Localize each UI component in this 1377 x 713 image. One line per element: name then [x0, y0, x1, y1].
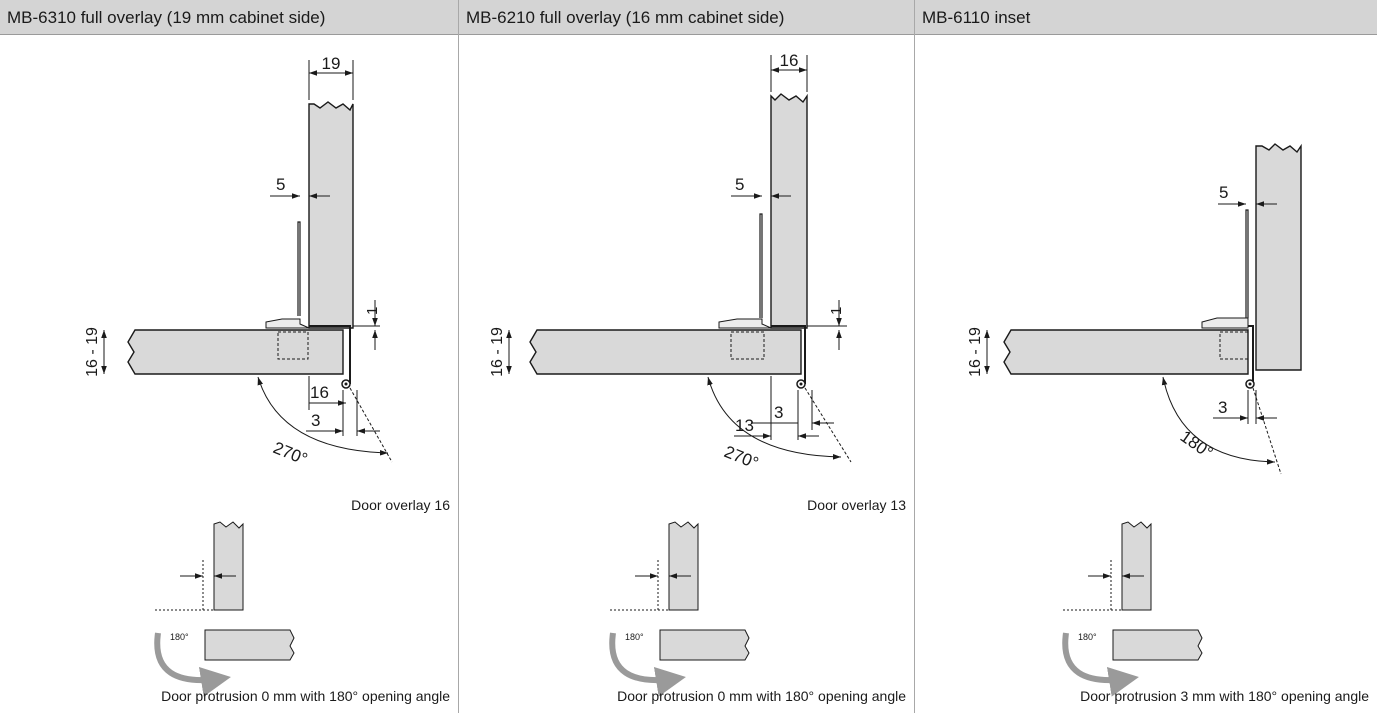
dim-side-thickness: 16: [780, 51, 799, 70]
dim-door-thickness: 16 - 19: [967, 327, 984, 377]
hinge-cup: [277, 331, 309, 360]
small-angle-label: 180°: [625, 632, 644, 642]
door-panel: [529, 329, 802, 375]
panel-divider: [458, 0, 459, 713]
hinge-cup: [1219, 331, 1249, 360]
small-angle-label: 180°: [170, 632, 189, 642]
small-angle-label: 180°: [1078, 632, 1097, 642]
dim-edge: 3: [1218, 398, 1227, 417]
panel-title: MB-6110 inset: [915, 0, 1377, 35]
protrusion-caption: Door protrusion 3 mm with 180° opening a…: [1080, 688, 1369, 704]
protrusion-caption: Door protrusion 0 mm with 180° opening a…: [161, 688, 450, 704]
hinge-arm: [265, 318, 310, 329]
cabinet-side: [1255, 143, 1302, 371]
small-side: [213, 521, 244, 611]
rotation-arrow: [609, 632, 686, 697]
panel-mb-6310: MB-6310 full overlay (19 mm cabinet side…: [0, 0, 458, 713]
door-panel: [127, 329, 344, 375]
hinge-arm: [718, 318, 772, 329]
overlay-caption: Door overlay 13: [807, 497, 906, 513]
dim-opening-angle: 270°: [271, 438, 311, 469]
dim-opening-angle: 180°: [1177, 427, 1217, 463]
dim-opening-angle: 270°: [722, 442, 762, 473]
panel-mb-6210: MB-6210 full overlay (16 mm cabinet side…: [459, 0, 914, 713]
panel-mb-6110: MB-6110 inset 5 16 - 19 3 180°: [915, 0, 1377, 713]
dim-one: 1: [364, 307, 381, 315]
dim-door-thickness: 16 - 19: [84, 327, 101, 377]
small-door: [1112, 629, 1203, 661]
dim-overlay: 16: [310, 383, 329, 402]
small-door: [204, 629, 295, 661]
cabinet-side: [770, 93, 808, 329]
dim-edge: 3: [311, 411, 320, 430]
dim-edge: 3: [774, 403, 783, 422]
small-side: [668, 521, 699, 611]
dim-gap: 5: [1219, 183, 1228, 202]
mounting-plate: [1245, 209, 1249, 318]
door-panel: [1003, 329, 1249, 375]
mounting-plate: [297, 221, 301, 316]
mounting-plate: [759, 213, 763, 318]
hinge-cup: [730, 331, 765, 360]
dim-gap: 5: [276, 175, 285, 194]
panel-title: MB-6310 full overlay (19 mm cabinet side…: [0, 0, 458, 35]
hinge-diagram-mb-6310: 19 5 1 16 - 19 16 3 270° 180°: [84, 54, 393, 697]
dim-door-thickness: 16 - 19: [489, 327, 506, 377]
dim-one: 1: [828, 307, 845, 315]
rotation-arrow: [154, 632, 231, 697]
overlay-caption: Door overlay 16: [351, 497, 450, 513]
small-side: [1121, 521, 1152, 611]
hinge-arm: [1201, 317, 1249, 329]
cabinet-side: [308, 101, 354, 329]
dim-gap: 5: [735, 175, 744, 194]
dim-side-thickness: 19: [322, 54, 341, 73]
protrusion-caption: Door protrusion 0 mm with 180° opening a…: [617, 688, 906, 704]
hinge-diagram-mb-6210: 16 5 1 16 - 19 3 13 270° 180°: [489, 51, 852, 697]
panel-title: MB-6210 full overlay (16 mm cabinet side…: [459, 0, 914, 35]
hinge-diagram-mb-6110: 5 16 - 19 3 180° 180°: [967, 143, 1302, 697]
small-door: [659, 629, 750, 661]
rotation-arrow: [1062, 632, 1139, 697]
panel-divider: [914, 0, 915, 713]
